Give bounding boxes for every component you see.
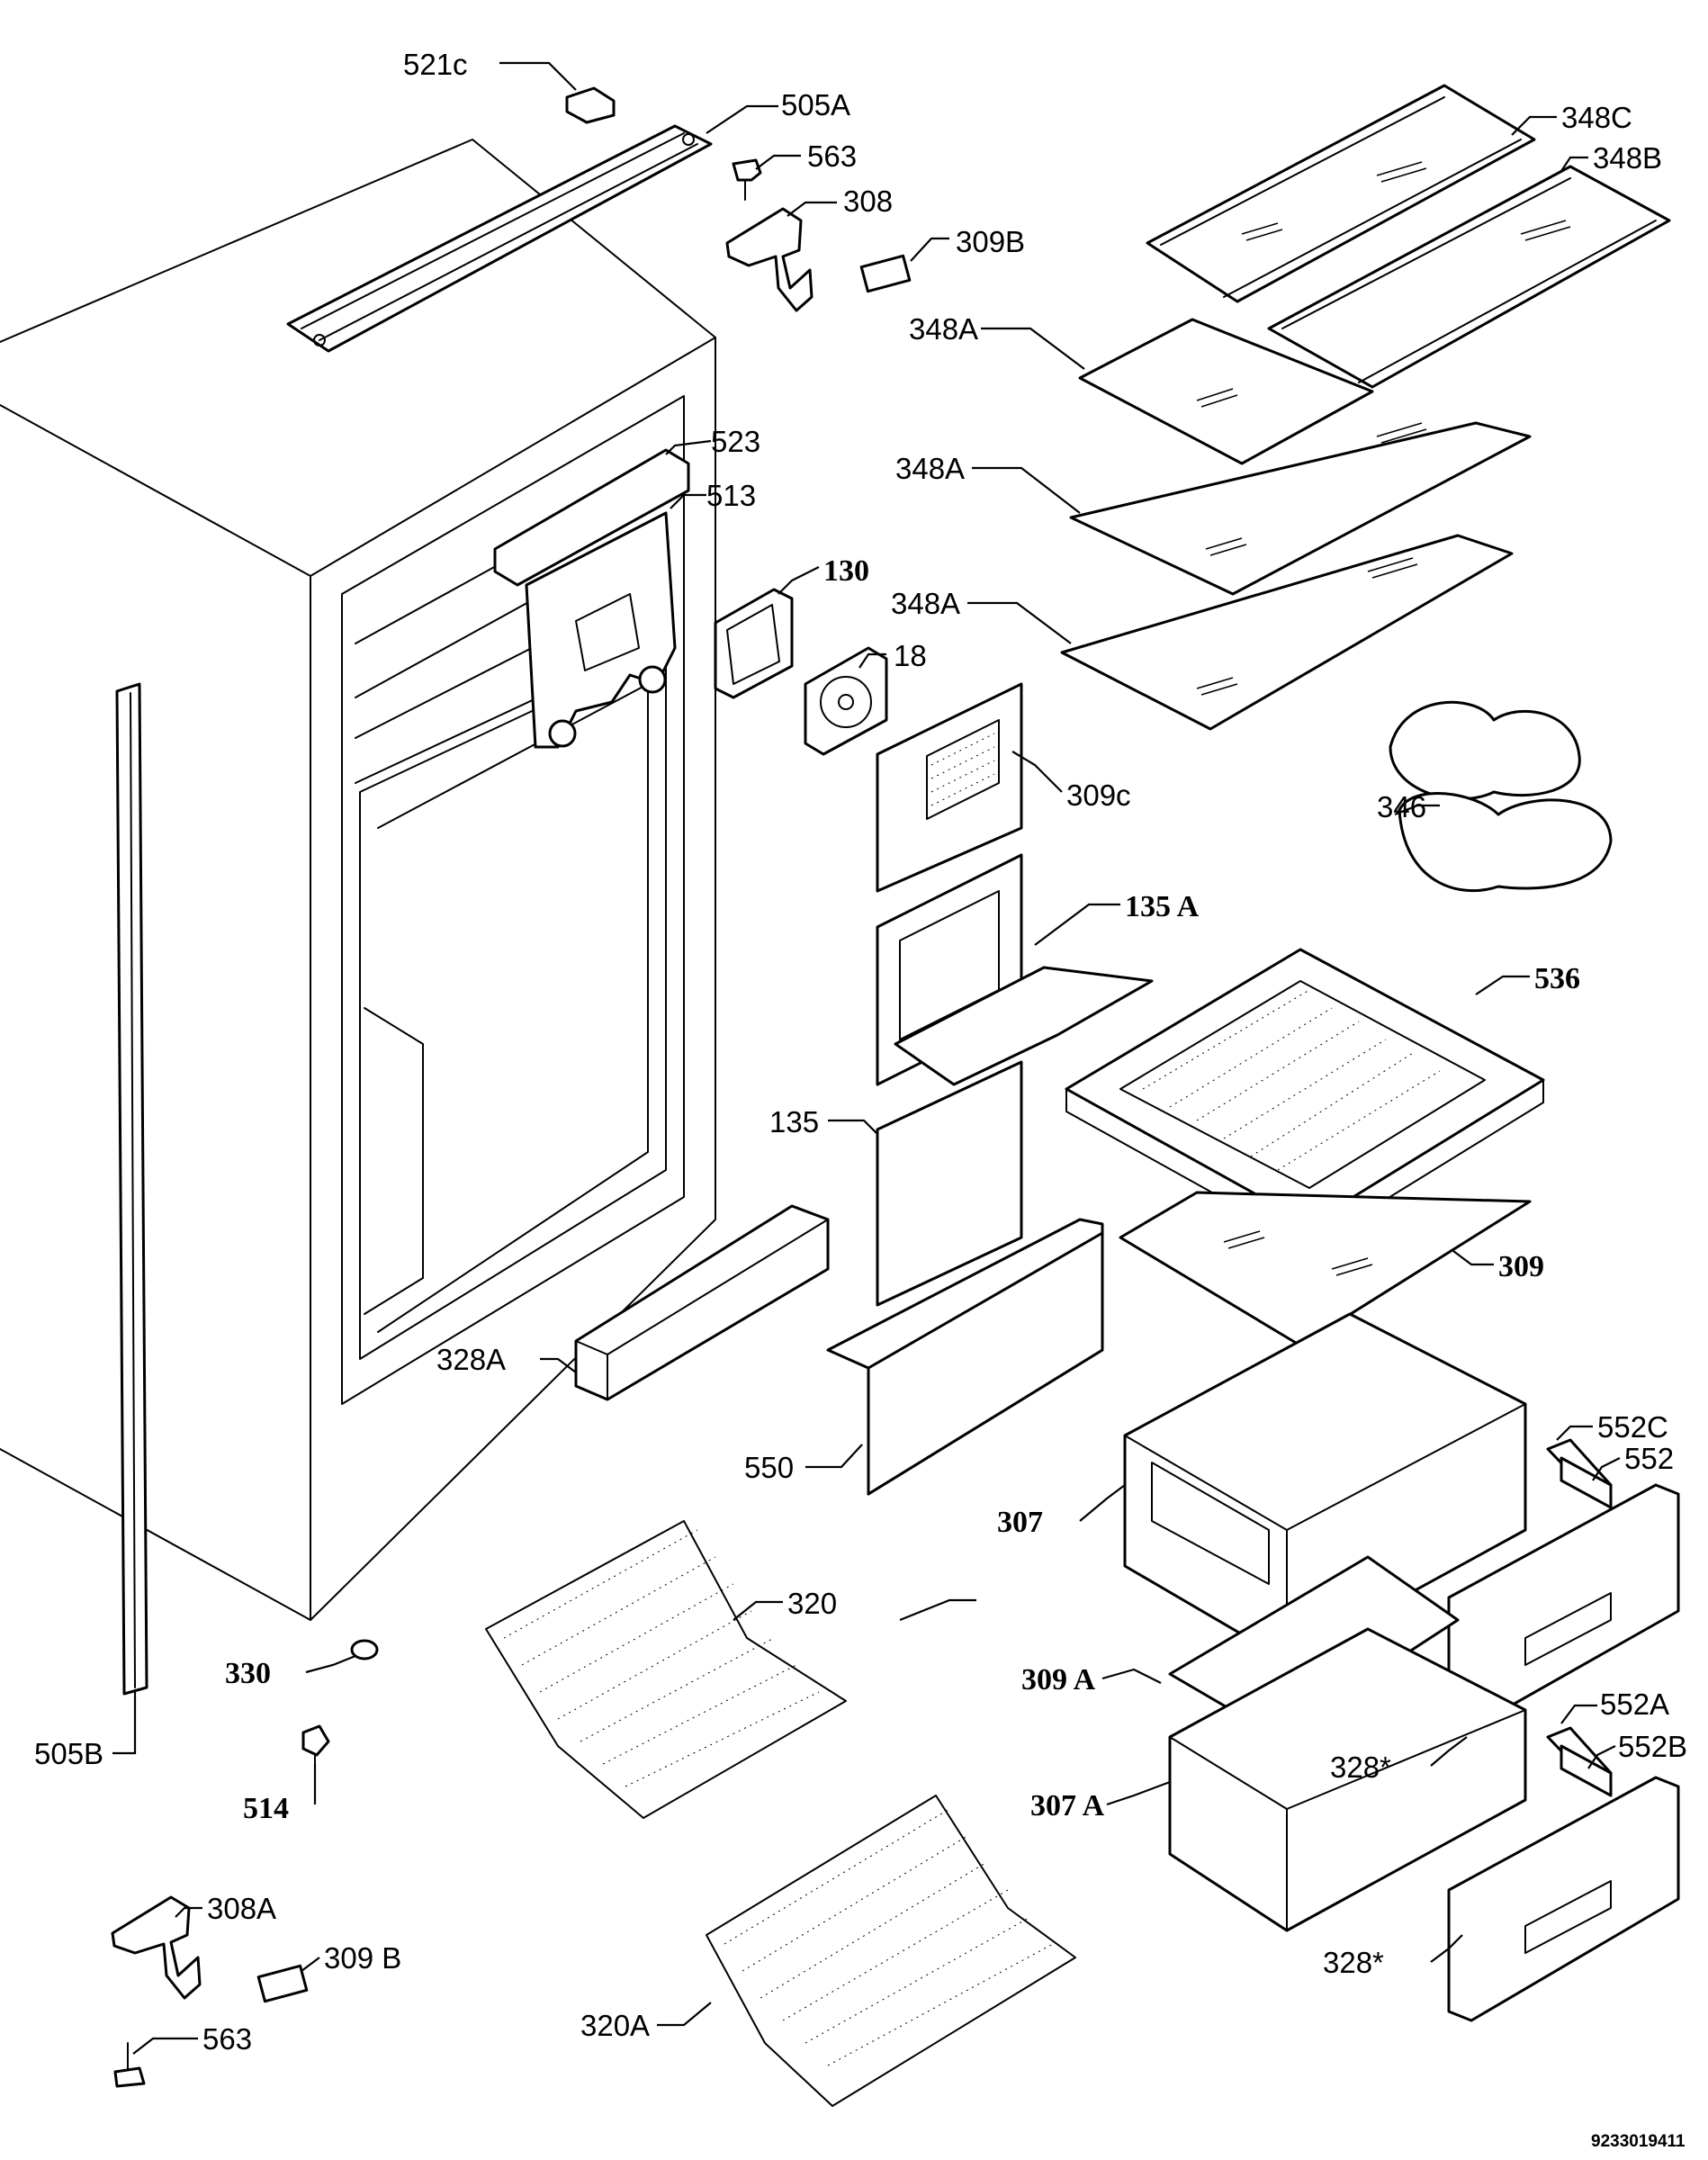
part-307a-drawer (1168, 1627, 1527, 1932)
label-552: 552 (1624, 1442, 1674, 1475)
part-348a-shelf-1 (1078, 318, 1374, 465)
label-309b-top: 309B (956, 225, 1025, 258)
part-320-wire-shelf (485, 1520, 847, 1819)
label-563-top: 563 (807, 140, 857, 173)
label-348c: 348C (1561, 101, 1632, 134)
label-552b: 552B (1618, 1730, 1687, 1763)
label-328star-1: 328* (1330, 1750, 1391, 1784)
part-514-foot (301, 1724, 330, 1765)
part-523-513-housing (493, 448, 690, 749)
part-309-glass (1119, 1191, 1532, 1347)
part-labels: 521c 505A 563 308 309B 348C 348B 348A 34… (34, 48, 1687, 2151)
part-135a-dispenser (876, 853, 1154, 1086)
label-505a: 505A (781, 88, 850, 122)
label-308a: 308A (207, 1892, 276, 1925)
label-348a-1: 348A (909, 312, 978, 346)
part-505b-gasket (115, 682, 148, 1696)
part-309b-cover-lower (256, 1964, 309, 2003)
part-308-hinge (725, 207, 814, 312)
label-328a: 328A (436, 1343, 506, 1376)
label-523: 523 (711, 425, 760, 458)
part-330-plug (350, 1639, 379, 1660)
label-330: 330 (225, 1657, 271, 1690)
label-348b: 348B (1593, 141, 1662, 175)
label-505b: 505B (34, 1737, 103, 1770)
part-552-rails (1546, 1438, 1613, 1509)
part-563-screw (732, 158, 762, 201)
label-346: 346 (1377, 790, 1426, 824)
label-563-bottom: 563 (202, 2022, 252, 2056)
part-348c-shelf (1146, 84, 1536, 303)
part-328-star-front-2 (1447, 1776, 1680, 2022)
part-308a-hinge (111, 1895, 202, 2000)
label-135a: 135 A (1125, 890, 1200, 923)
label-135: 135 (769, 1105, 819, 1138)
part-563-screw-lower (113, 2042, 146, 2088)
label-552a: 552A (1600, 1688, 1669, 1721)
document-number: 9233019411 (1591, 2132, 1686, 2151)
label-18: 18 (894, 639, 927, 672)
part-135-panel (876, 1060, 1023, 1307)
part-348a-shelf-3 (1060, 534, 1514, 731)
part-309c-cover (876, 682, 1023, 893)
label-308: 308 (843, 184, 893, 218)
label-521c: 521c (403, 48, 468, 81)
label-307a: 307 A (1030, 1789, 1105, 1822)
label-307: 307 (997, 1506, 1043, 1539)
label-309a: 309 A (1021, 1663, 1096, 1696)
part-521c-cap (565, 86, 616, 124)
label-130: 130 (823, 554, 869, 588)
label-550: 550 (744, 1451, 794, 1484)
label-348a-3: 348A (891, 587, 960, 620)
part-130-filter (714, 588, 794, 699)
label-513: 513 (706, 479, 756, 512)
part-320a-wire-shelf (706, 1795, 1076, 2107)
part-552ab-rails (1546, 1726, 1613, 1797)
label-328star-2: 328* (1323, 1946, 1384, 1979)
part-309b-cover (859, 254, 912, 293)
label-309: 309 (1498, 1250, 1544, 1283)
part-505a-top-bar (286, 124, 713, 353)
label-320: 320 (787, 1587, 837, 1620)
label-552c: 552C (1597, 1410, 1668, 1444)
label-320a: 320A (580, 2009, 650, 2042)
label-514: 514 (243, 1792, 289, 1825)
part-328a-bin (574, 1204, 830, 1401)
label-348a-2: 348A (895, 452, 965, 485)
label-309c: 309c (1066, 778, 1131, 812)
part-348a-shelf-2 (1069, 421, 1532, 596)
leader-lines (112, 61, 1621, 2055)
part-18-fan (804, 646, 888, 756)
part-348b-shelf (1267, 165, 1671, 389)
part-346-egg-tray (1389, 700, 1613, 893)
part-550-panel (826, 1218, 1104, 1496)
label-309b-bottom: 309 B (324, 1941, 401, 1975)
label-536: 536 (1534, 962, 1580, 995)
